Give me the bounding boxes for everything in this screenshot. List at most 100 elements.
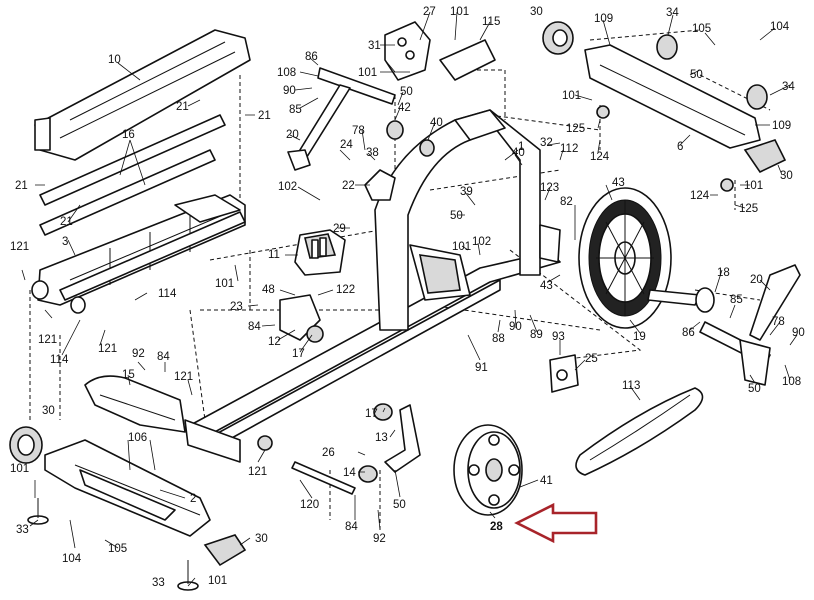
callout-90: 90 [509, 321, 522, 333]
callout-101: 101 [208, 575, 227, 587]
callout-43: 43 [540, 280, 553, 292]
callout-112: 112 [560, 143, 578, 155]
drive-belt [575, 387, 704, 476]
callout-50: 50 [450, 210, 463, 222]
callout-17: 17 [365, 408, 378, 420]
callout-78: 78 [772, 316, 785, 328]
callout-121: 121 [174, 371, 193, 383]
highlight-arrow [514, 502, 598, 544]
callout-38: 38 [366, 147, 379, 159]
callout-42: 42 [398, 102, 411, 114]
callout-40: 40 [430, 117, 443, 129]
callout-84: 84 [157, 351, 170, 363]
callout-109: 109 [772, 120, 791, 132]
callout-24: 24 [340, 139, 353, 151]
callout-29: 29 [333, 223, 346, 235]
callout-11: 11 [268, 249, 280, 261]
callout-86: 86 [305, 51, 318, 63]
upper-left-arm [287, 67, 435, 201]
callout-101: 101 [562, 90, 581, 102]
callout-101: 101 [450, 6, 469, 18]
callout-104: 104 [62, 553, 82, 565]
callout-114: 114 [50, 354, 69, 366]
callout-109: 109 [594, 13, 613, 25]
callout-84: 84 [345, 521, 358, 533]
callout-43: 43 [612, 177, 625, 189]
callout-leaders [21, 11, 798, 587]
callout-78: 78 [352, 125, 365, 137]
resistance-box [294, 229, 346, 276]
callout-16: 16 [122, 129, 135, 141]
callout-33: 33 [152, 577, 165, 589]
callout-114: 114 [158, 288, 177, 300]
callout-17: 17 [292, 348, 305, 360]
callout-21: 21 [258, 110, 271, 122]
callout-124: 124 [690, 190, 710, 202]
callout-105: 105 [108, 543, 127, 555]
callout-22: 22 [342, 180, 355, 192]
callout-108: 108 [782, 376, 801, 388]
callout-122: 122 [336, 284, 355, 296]
callout-92: 92 [373, 533, 386, 545]
callout-30: 30 [42, 405, 55, 417]
callout-34: 34 [782, 81, 795, 93]
callout-92: 92 [132, 348, 145, 360]
callout-102: 102 [472, 236, 491, 248]
callout-123: 123 [540, 182, 559, 194]
callout-50: 50 [393, 499, 406, 511]
callout-30: 30 [530, 6, 543, 18]
callout-10: 10 [108, 54, 121, 66]
callout-85: 85 [730, 294, 743, 306]
callout-82: 82 [560, 196, 573, 208]
callout-21: 21 [60, 216, 73, 228]
callout-28: 28 [490, 521, 503, 533]
callout-102: 102 [278, 181, 297, 193]
callout-125: 125 [739, 203, 758, 215]
callout-30: 30 [255, 533, 268, 545]
callout-20: 20 [750, 274, 763, 286]
callout-121: 121 [38, 334, 57, 346]
callout-89: 89 [530, 329, 543, 341]
right-crank-assembly [647, 264, 801, 386]
right-handlebar [542, 21, 787, 192]
callout-85: 85 [289, 104, 302, 116]
callout-88: 88 [492, 333, 505, 345]
callout-101: 101 [452, 241, 471, 253]
callout-26: 26 [322, 447, 335, 459]
callout-113: 113 [622, 380, 640, 392]
callout-3: 3 [62, 236, 68, 248]
callout-91: 91 [475, 362, 488, 374]
callout-13: 13 [375, 432, 388, 444]
callout-21: 21 [176, 101, 189, 113]
callout-101: 101 [215, 278, 234, 290]
callout-6: 6 [677, 141, 683, 153]
callout-19: 19 [633, 331, 646, 343]
callout-12: 12 [268, 336, 281, 348]
main-frame-part [184, 109, 561, 451]
callout-27: 27 [423, 6, 436, 18]
callout-1: 1 [518, 141, 524, 153]
callout-15: 15 [122, 369, 135, 381]
callout-121: 121 [248, 466, 267, 478]
callout-39: 39 [460, 186, 473, 198]
callout-93: 93 [552, 331, 565, 343]
callout-31: 31 [368, 40, 381, 52]
callout-101: 101 [358, 67, 377, 79]
callout-50: 50 [400, 86, 413, 98]
idler-bracket [549, 354, 579, 393]
callout-121: 121 [10, 241, 29, 253]
callout-21: 21 [15, 180, 28, 192]
callout-121: 121 [98, 343, 117, 355]
callout-90: 90 [283, 85, 296, 97]
callout-32: 32 [540, 137, 553, 149]
callout-14: 14 [343, 467, 356, 479]
callout-18: 18 [717, 267, 730, 279]
callout-25: 25 [585, 353, 598, 365]
callout-101: 101 [744, 180, 763, 192]
callout-20: 20 [286, 129, 299, 141]
callout-48: 48 [262, 284, 275, 296]
callout-120: 120 [300, 499, 319, 511]
callout-106: 106 [128, 432, 147, 444]
callout-90: 90 [792, 327, 805, 339]
